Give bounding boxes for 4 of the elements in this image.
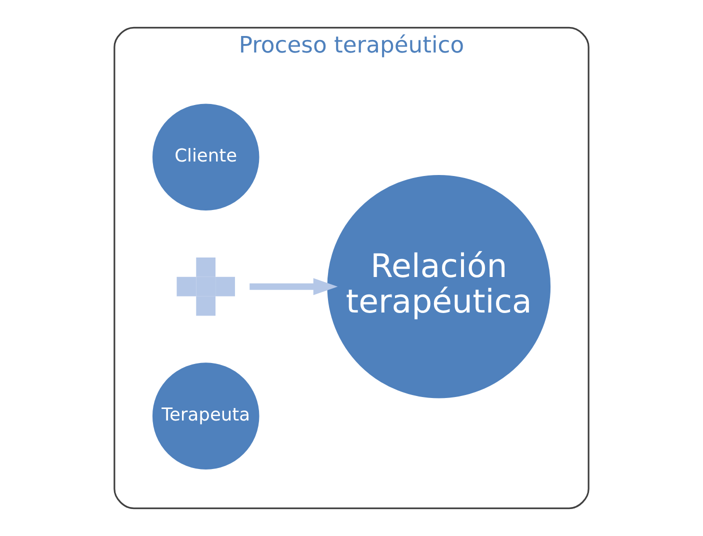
node-circle: Relación terapéutica [327, 174, 551, 398]
arrow [250, 278, 338, 296]
node-circle: Cliente [152, 104, 260, 211]
node-circle: Terapeuta [152, 362, 260, 470]
